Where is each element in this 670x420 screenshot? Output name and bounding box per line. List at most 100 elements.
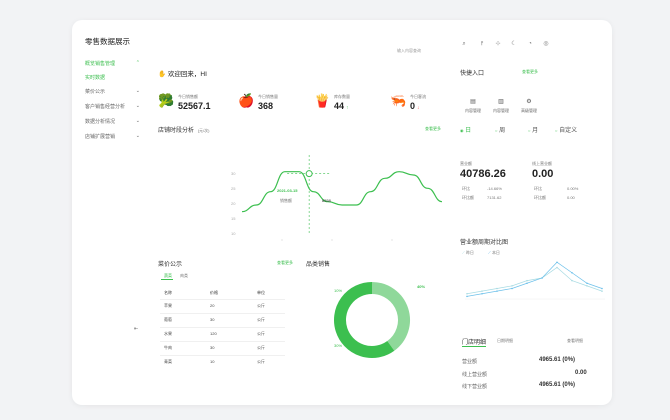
online-revenue-label: 线上营业额 — [532, 161, 552, 166]
search-placeholder: 输入内容查询 — [397, 48, 421, 53]
shrimp-icon: 🦐 — [390, 93, 407, 108]
help-icon[interactable]: ◎ — [543, 41, 549, 47]
store-detail-more-link[interactable]: 查看明细 — [567, 338, 583, 343]
bell-icon[interactable]: ◔ — [528, 41, 532, 47]
quick-entry-more-link[interactable]: 查看更多 — [522, 69, 538, 74]
trend-up-icon: ↑ — [346, 105, 349, 111]
series-line-today — [466, 261, 603, 297]
y-tick-label: 10 — [231, 231, 236, 236]
tooltip-label: 销售额 — [280, 198, 292, 203]
quick-item-content[interactable]: ▤ 内容管理 — [461, 98, 485, 114]
cycle-chart — [465, 261, 605, 300]
row-divider — [160, 327, 285, 328]
donut-label-top: 40% — [417, 284, 426, 289]
settings-icon[interactable]: ⊹ — [495, 41, 501, 47]
donut-slice[interactable] — [371, 282, 410, 351]
cell-price: 10 — [210, 359, 215, 364]
time-analysis-chart: 30 25 20 15 10 — [231, 155, 443, 241]
sidebar-item-realtime[interactable]: 实时数据 — [85, 74, 140, 81]
donut-label-left: 10% — [334, 288, 343, 293]
quick-item-advanced[interactable]: ⚙ 高级管理 — [517, 98, 541, 114]
row-divider — [160, 341, 285, 342]
collapse-sidebar-icon[interactable]: ⇤ — [134, 326, 139, 332]
period-tabs: ◉ 日 ○ 周 ○ 月 ○ 自定义 — [460, 125, 600, 135]
revenue-mom-amount-label: 环比额 — [462, 195, 474, 200]
app-title: 零售数据展示 — [85, 37, 130, 46]
trend-down-icon: ↓ — [417, 105, 420, 111]
cell-unit: 公斤 — [257, 317, 265, 322]
wave-hand-icon: ✋ — [158, 71, 167, 78]
search-input[interactable]: 输入内容查询 — [397, 39, 457, 53]
y-tick-label: 20 — [231, 201, 236, 206]
stat-value: 44↑ — [334, 101, 349, 111]
donut-slice[interactable] — [334, 282, 395, 358]
tab-date-detail[interactable]: 日期明细 — [497, 338, 513, 343]
column-header-name: 名称 — [164, 290, 172, 295]
chevron-down-icon: ⌄ — [135, 88, 140, 94]
series-point — [466, 295, 468, 298]
radio-icon: ○ — [495, 128, 498, 133]
tab-vegetables[interactable]: 蔬菜 — [164, 273, 172, 278]
series-point — [526, 279, 528, 282]
tab-store-detail[interactable]: 门店明细 — [462, 340, 487, 346]
time-analysis-more-link[interactable]: 查看更多 — [425, 126, 441, 131]
series-point — [496, 287, 498, 290]
y-tick-label: 30 — [231, 171, 236, 176]
tab-week[interactable]: ○ 周 — [495, 125, 505, 134]
sidebar-item-label: 菜价公示 — [85, 89, 106, 95]
series-point — [556, 266, 558, 269]
y-tick-label: 25 — [231, 186, 236, 191]
stat-value: 368 — [258, 101, 274, 111]
app-window: 零售数据展示 输入内容查询 ⌕ ⫯ ⊹ ☾ ◔ ◎ 概览销售管理 ⌃ 实时数据 … — [72, 20, 612, 405]
quick-item-label: 内容管理 — [465, 108, 481, 113]
category-donut-chart — [334, 282, 410, 358]
chevron-down-icon: ⌄ — [135, 133, 140, 139]
tab-underline — [462, 346, 486, 347]
row-divider — [160, 299, 285, 300]
series-point — [481, 292, 483, 295]
moon-icon[interactable]: ☾ — [511, 41, 517, 47]
tab-custom[interactable]: ○ 自定义 — [555, 125, 577, 134]
revenue-value: 40786.26 — [460, 168, 506, 180]
stat-number: 44 — [334, 101, 345, 111]
sidebar-item-analysis[interactable]: 数据分析情况 ⌄ — [85, 118, 140, 125]
series-point — [511, 287, 513, 290]
cell-name: 苹果 — [164, 303, 172, 308]
cell-unit: 公斤 — [257, 303, 265, 308]
quick-item-label: 高级管理 — [521, 108, 537, 113]
tab-day[interactable]: ◉ 日 — [460, 125, 471, 134]
cell-name: 青菜 — [164, 359, 172, 364]
chevron-down-icon: ⌄ — [135, 103, 140, 109]
stat-number: 0 — [410, 101, 416, 111]
sidebar-item-prices[interactable]: 菜价公示 ⌄ — [85, 88, 140, 95]
sidebar-item-label: 数据分析情况 — [85, 119, 116, 125]
tab-underline — [161, 279, 173, 280]
revenue-mom-amount-value: 7131.62 — [487, 195, 502, 200]
filter-icon[interactable]: ⫯ — [480, 41, 484, 47]
price-table-more-link[interactable]: 查看更多 — [277, 260, 293, 265]
sidebar-item-label: 店铺扩展营销 — [85, 134, 116, 140]
detail-row-value: 0.00 — [575, 370, 587, 376]
chevron-down-icon: ⌄ — [135, 118, 140, 124]
tab-label: 周 — [499, 128, 506, 134]
tab-month[interactable]: ○ 月 — [528, 125, 538, 134]
highlight-point[interactable] — [305, 170, 313, 178]
stat-label: 今日客流 — [410, 94, 426, 99]
stat-value: 52567.1 — [178, 101, 211, 111]
quick-item-content-2[interactable]: ▥ 内容管理 — [489, 98, 513, 114]
y-tick-label: 15 — [231, 216, 236, 221]
series-point — [526, 282, 528, 285]
search-icon[interactable]: ⌕ — [462, 41, 466, 47]
detail-row-label: 营业额 — [462, 359, 478, 365]
series-point — [511, 285, 513, 287]
sidebar-item-label: 客户销售经营分析 — [85, 104, 126, 110]
tab-meat[interactable]: 肉类 — [180, 273, 188, 278]
cell-unit: 公斤 — [257, 331, 265, 336]
revenue-mom-value: -14.66% — [487, 186, 502, 191]
stat-label: 今日销售量 — [258, 94, 278, 99]
sidebar-item-customer[interactable]: 客户销售经营分析 ⌄ — [85, 103, 140, 110]
revenue-label: 营业额 — [460, 161, 472, 166]
sidebar-item-overview[interactable]: 概览销售管理 ⌃ — [85, 60, 140, 67]
sidebar-item-marketing[interactable]: 店铺扩展营销 ⌄ — [85, 133, 140, 140]
chevron-up-icon: ⌃ — [135, 60, 140, 66]
